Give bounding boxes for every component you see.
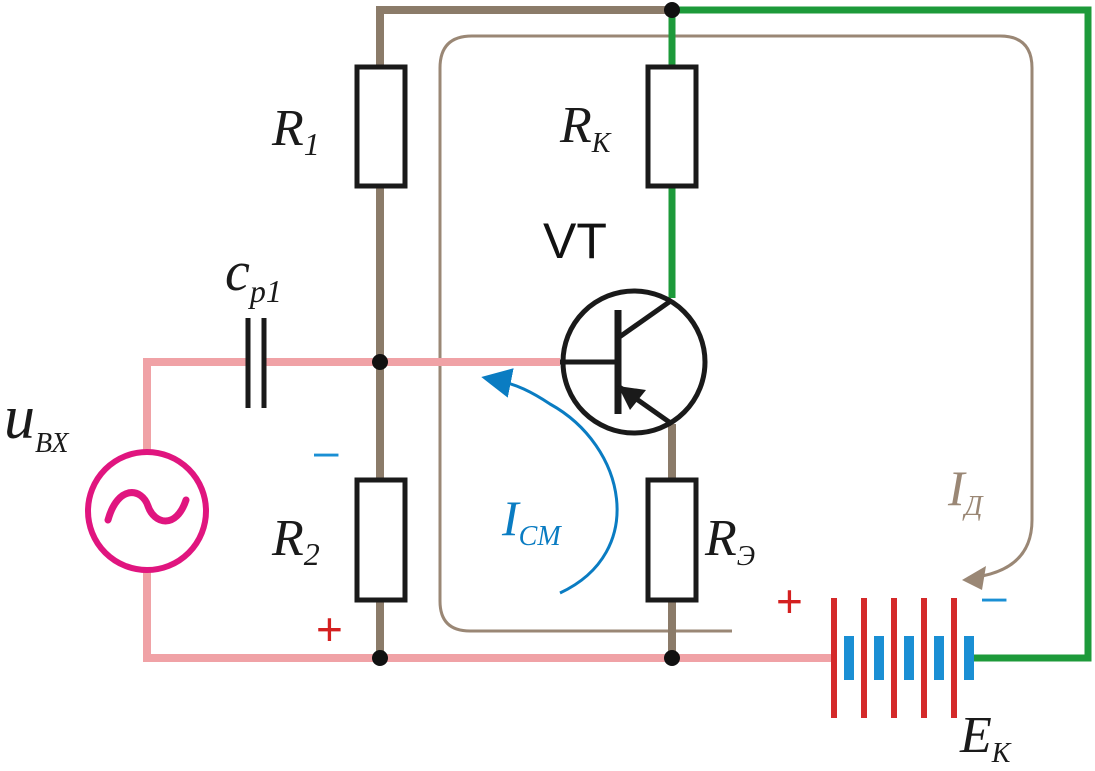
label-id: IД: [947, 460, 985, 522]
label-cp1: cр1: [225, 241, 282, 309]
resistor-rk: [645, 64, 699, 189]
collector-wire: [668, 6, 1092, 662]
label-re: RЭ: [704, 510, 755, 572]
junction-dot: [664, 2, 680, 18]
junction-dot: [664, 650, 680, 666]
battery-ek: [831, 598, 974, 718]
emitter-arrow-icon: [618, 386, 646, 410]
resistor-r2: [354, 477, 408, 603]
ac-source: [85, 449, 209, 573]
divider-current-arrowhead: [962, 566, 986, 590]
label-icm: IСМ: [501, 490, 562, 552]
label-r2: R2: [271, 510, 320, 572]
capacitor-cp1: [245, 318, 267, 408]
divider-wire: [376, 6, 676, 658]
bias-current-arrow: [481, 368, 619, 595]
polarity-plus-r2: +: [316, 603, 343, 655]
label-uvx: uВХ: [4, 384, 69, 459]
resistor-r1: [354, 64, 408, 189]
transistor-vt: [560, 288, 708, 436]
polarity-plus-battery: +: [776, 575, 803, 627]
label-r1: R1: [271, 100, 320, 162]
divider-current-loop: [438, 34, 1034, 633]
sine-wave-icon: [104, 489, 190, 525]
junction-dot: [372, 354, 388, 370]
label-ek: EК: [959, 707, 1012, 769]
polarity-minus-battery: –: [982, 572, 1007, 621]
input-wire: [143, 358, 834, 662]
label-rk: RК: [559, 97, 612, 159]
label-vt: VT: [543, 213, 607, 269]
resistor-re: [645, 477, 699, 603]
polarity-minus-r2: –: [314, 427, 339, 476]
junction-dot: [372, 650, 388, 666]
collector-lead: [616, 297, 674, 341]
